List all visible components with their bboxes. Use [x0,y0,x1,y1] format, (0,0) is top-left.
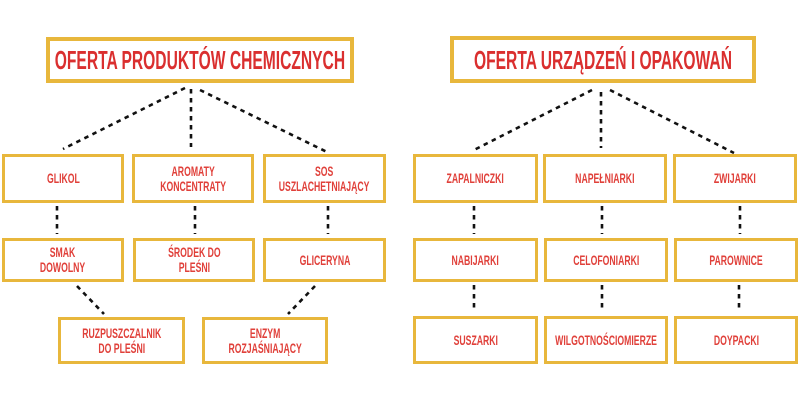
node-enzym-rozjasniajacy: ENZYM ROZJAŚNIAJĄCY [202,317,328,364]
node-srodek-do-plesni-label: ŚRODEK DO PLEŚNI [167,244,221,275]
node-smak-dowolny: SMAK DOWOLNY [2,238,124,282]
node-aromaty-koncentraty: AROMATY KONCENTRATY [132,154,254,203]
node-gliceryna-label: GLICERYNA [299,251,350,268]
node-parownice-label: PAROWNICE [709,251,763,268]
edge-lefttitle-sos [199,88,328,154]
node-gliceryna: GLICERYNA [263,238,386,282]
edge-gliceryna-enzym [287,285,316,315]
node-aromaty-koncentraty-label: AROMATY KONCENTRATY [160,162,226,194]
node-nabijarki: NABIJARKI [413,238,538,282]
node-zapalniczki-label: ZAPALNICZKI [446,170,505,186]
edge-righttitle-zapalniczki [471,88,593,153]
edge-smak-ruzpuszczalnik [76,285,105,315]
node-sos-uszlachetniajacy: SOS USZLACHETNIAJĄCY [263,154,386,203]
right-tree-title-label: OFERTA URZĄDZEŃ I OPAKOWAŃ [474,44,732,75]
node-glikol-label: GLIKOL [46,170,80,186]
node-celofoniarki: CELOFONIARKI [544,238,668,282]
node-smak-dowolny-label: SMAK DOWOLNY [40,244,86,275]
node-parownice: PAROWNICE [674,238,798,282]
left-tree-title-label: OFERTA PRODUKTÓW CHEMICZNYCH [54,45,346,75]
node-srodek-do-plesni: ŚRODEK DO PLEŚNI [133,238,255,282]
node-napelniarki: NAPEŁNIARKI [543,154,667,203]
node-zwijarki: ZWIJARKI [673,154,797,203]
right-tree-title: OFERTA URZĄDZEŃ I OPAKOWAŃ [450,36,756,83]
node-ruzpuszczalnik-do-plesni: RUZPUSZCZALNIK DO PLEŚNI [58,317,185,364]
edge-lefttitle-glikol [62,86,186,151]
left-tree-title: OFERTA PRODUKTÓW CHEMICZNYCH [46,37,354,83]
node-nabijarki-label: NABIJARKI [451,251,500,268]
node-celofoniarki-label: CELOFONIARKI [572,251,640,268]
node-napelniarki-label: NAPEŁNIARKI [575,170,635,186]
node-enzym-rozjasniajacy-label: ENZYM ROZJAŚNIAJĄCY [228,324,302,356]
node-zwijarki-label: ZWIJARKI [714,170,756,186]
node-wilgotnosciomierze: WILGOTNOŚCIOMIERZE [544,316,668,364]
node-doypacki-label: DOYPACKI [713,331,759,348]
node-doypacki: DOYPACKI [674,316,798,364]
node-sos-uszlachetniajacy-label: SOS USZLACHETNIAJĄCY [279,162,370,194]
edge-righttitle-zwijarki [609,88,735,155]
node-zapalniczki: ZAPALNICZKI [413,154,538,203]
node-ruzpuszczalnik-do-plesni-label: RUZPUSZCZALNIK DO PLEŚNI [81,324,162,356]
node-glikol: GLIKOL [2,154,124,203]
node-suszarki: SUSZARKI [413,316,538,364]
node-wilgotnosciomierze-label: WILGOTNOŚCIOMIERZE [555,331,657,348]
node-suszarki-label: SUSZARKI [453,331,498,348]
